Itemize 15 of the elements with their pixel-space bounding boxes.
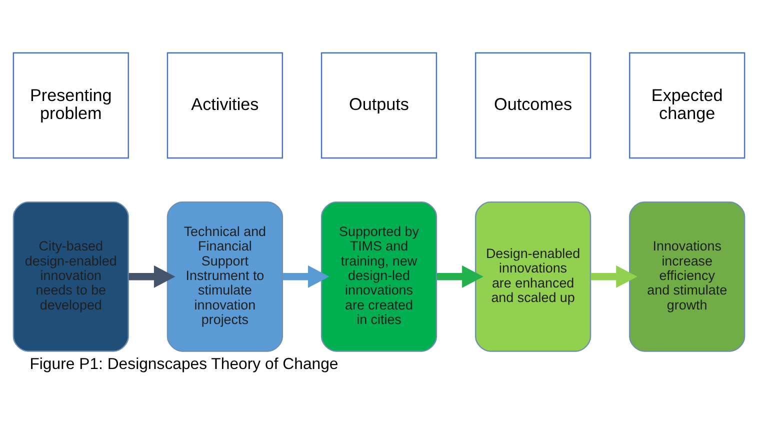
node-box: Design-enabled innovations are enhanced and scaled up [474, 201, 592, 352]
node-box: Innovations increase efficiency and stimulate growth [629, 201, 746, 352]
node-box: Supported by TIMS and training, new design-led innovations are created in cities [320, 201, 438, 352]
node-box: Activities [166, 52, 284, 159]
node-box: City-based design-enabled innovation needs to be developed [12, 201, 129, 352]
node-box: Expected change [629, 52, 746, 159]
node-box: Technical and Financial Support Instrument to stimulate innovation projects [166, 201, 284, 352]
node-box: Presenting problem [12, 52, 129, 159]
arrow [128, 265, 176, 288]
node-box: Outputs [320, 52, 438, 159]
arrow [590, 265, 638, 288]
node-box: Outcomes [474, 52, 592, 159]
arrow [282, 265, 330, 288]
caption: Figure P1: Designscapes Theory of Change [30, 356, 338, 373]
arrow [436, 265, 484, 288]
